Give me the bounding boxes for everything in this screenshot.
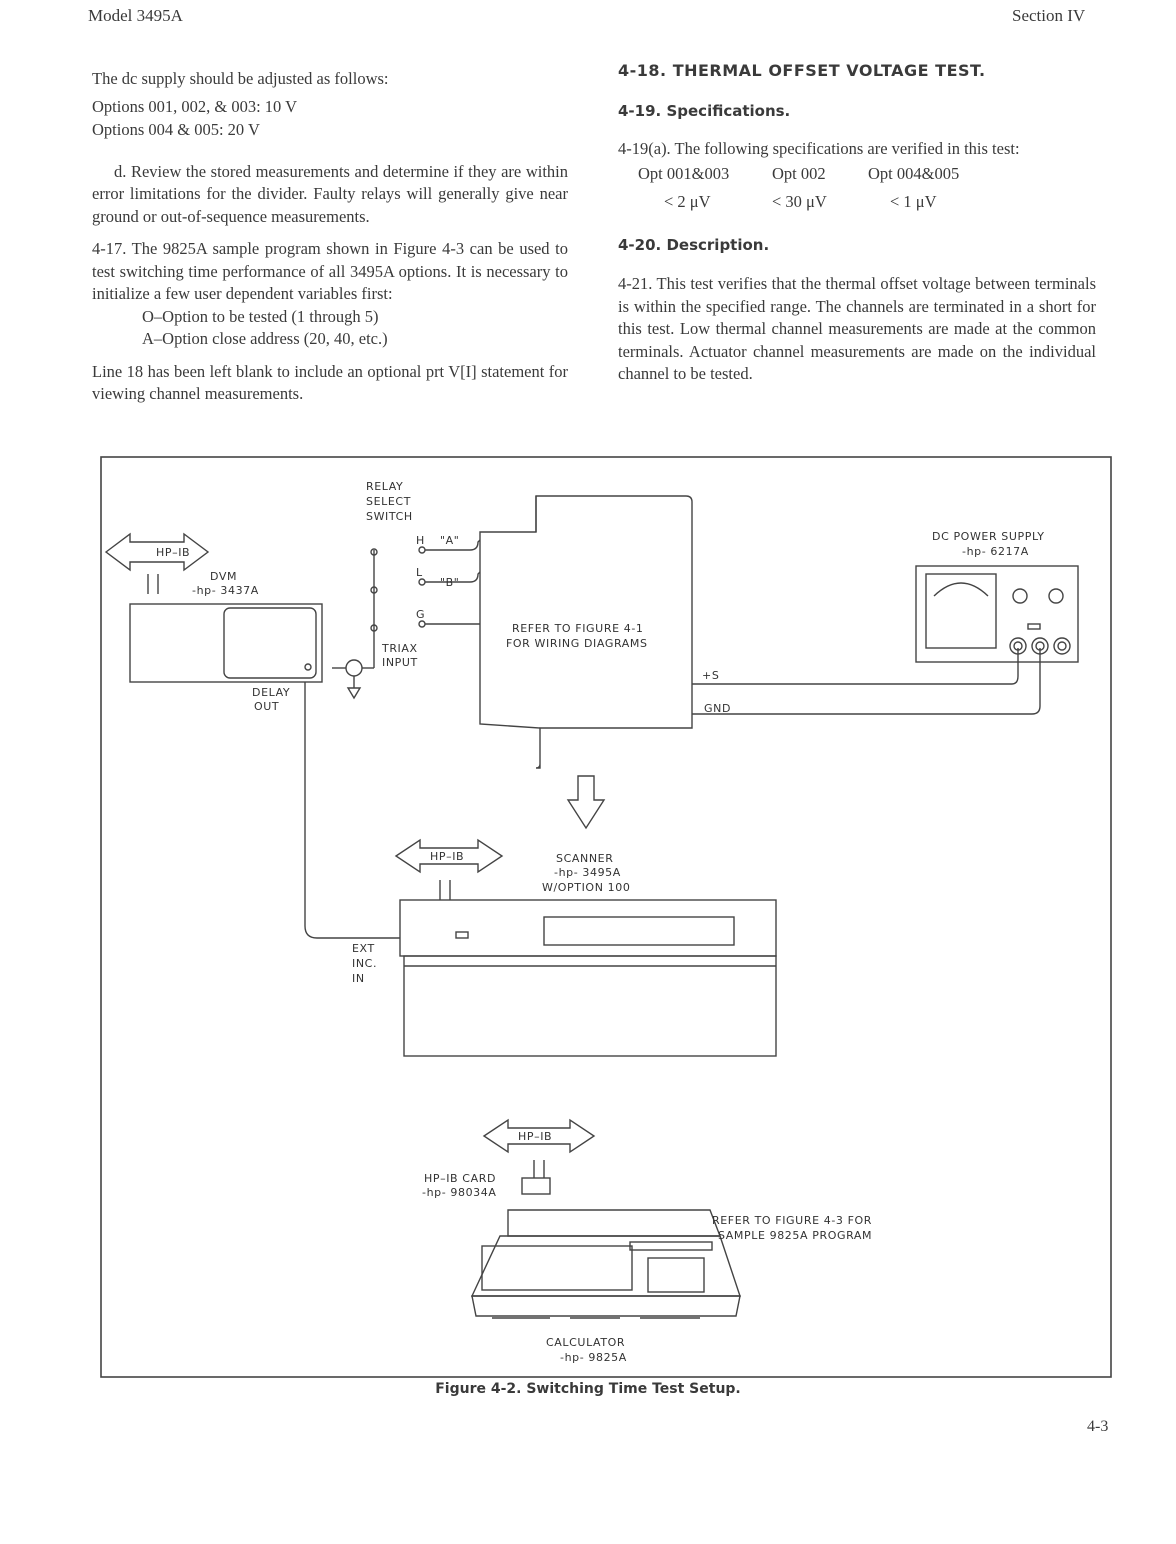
heading-4-19: 4-19. Specifications. <box>618 101 791 120</box>
header-section: Section IV <box>1012 6 1086 25</box>
scanner-label: SCANNER <box>556 852 613 865</box>
paragraph-4-21: 4-21. This test verifies that the therma… <box>618 274 1096 383</box>
delay-out-2: OUT <box>254 700 279 713</box>
dc-power-supply-model: -hp- 6217A <box>962 545 1029 558</box>
ext-inc-in-3: IN <box>352 972 365 985</box>
hpib-label-calculator: HP–IB <box>518 1130 552 1143</box>
spec-value-opt-004-005: < 1 μV <box>890 192 937 211</box>
relay-select-switch-2: SELECT <box>366 495 411 508</box>
scanner-model: -hp- 3495A <box>554 866 621 879</box>
dc-supply-intro: The dc supply should be adjusted as foll… <box>92 69 389 88</box>
hpib-card-model: -hp- 98034A <box>422 1186 497 1199</box>
spec-header-opt-002: Opt 002 <box>772 163 826 183</box>
scanner-option: W/OPTION 100 <box>542 881 630 894</box>
hpib-card-label: HP–IB CARD <box>424 1172 496 1185</box>
spec-header-opt-004-005: Opt 004&005 <box>868 163 960 183</box>
figure-caption: Figure 4-2. Switching Time Test Setup. <box>435 1381 741 1397</box>
paragraph-line-18: Line 18 has been left blank to include a… <box>92 361 568 404</box>
dc-power-supply-label: DC POWER SUPPLY <box>932 530 1045 543</box>
gnd-label: GND <box>704 702 731 715</box>
spec-value-opt-001-003: < 2 μV <box>664 192 711 211</box>
terminal-g: G <box>416 608 425 621</box>
relay-select-switch-1: RELAY <box>366 480 403 493</box>
terminal-b: "B" <box>440 576 459 589</box>
refer-box-line-1: REFER TO FIGURE 4-1 <box>512 622 644 635</box>
right-column: 4-18. THERMAL OFFSET VOLTAGE TEST. 4-19.… <box>618 60 1096 386</box>
paragraph-d: d. Review the stored measurements and de… <box>92 161 568 226</box>
options-line-1: Options 001, 002, & 003: 10 V <box>92 96 298 116</box>
spec-header-opt-001-003: Opt 001&003 <box>638 163 730 183</box>
variable-o: O–Option to be tested (1 through 5) <box>142 306 379 326</box>
refer-program-line-1: REFER TO FIGURE 4-3 FOR <box>712 1214 872 1227</box>
refer-box-line-2: FOR WIRING DIAGRAMS <box>506 637 648 650</box>
plus-s-label: +S <box>702 669 719 682</box>
variable-a: A–Option close address (20, 40, etc.) <box>142 329 388 348</box>
terminal-h: H <box>416 534 425 547</box>
spec-values: < 2 μV < 30 μV < 1 μV <box>664 191 1096 214</box>
header-model: Model 3495A <box>88 6 183 25</box>
paragraph-4-19a: 4-19(a). The following specifications ar… <box>618 139 1020 158</box>
ext-inc-in-2: INC. <box>352 957 377 970</box>
spec-headers: Opt 001&003 Opt 002 Opt 004&005 <box>638 163 1096 186</box>
spec-value-opt-002: < 30 μV <box>772 192 827 211</box>
options-line-2: Options 004 & 005: 20 V <box>92 120 260 139</box>
paragraph-4-17: 4-17. The 9825A sample program shown in … <box>92 239 568 303</box>
page-number: 4-3 <box>1087 1418 1109 1435</box>
triax-input-1: TRIAX <box>381 642 418 655</box>
refer-program-line-2: SAMPLE 9825A PROGRAM <box>718 1229 872 1242</box>
hpib-label-scanner: HP–IB <box>430 850 464 863</box>
ext-inc-in-1: EXT <box>352 942 375 955</box>
hpib-label-dvm: HP–IB <box>156 546 190 559</box>
left-column: The dc supply should be adjusted as foll… <box>92 68 568 406</box>
figure-switching-time-setup: HP–IB DVM -hp- 3437A DELAY OUT RELAY SEL… <box>100 456 1112 1380</box>
triax-input-2: INPUT <box>382 656 418 669</box>
calculator-model: -hp- 9825A <box>560 1351 627 1364</box>
dvm-label: DVM <box>210 570 237 583</box>
calculator-label: CALCULATOR <box>546 1336 625 1349</box>
heading-4-18: 4-18. THERMAL OFFSET VOLTAGE TEST. <box>618 61 986 80</box>
relay-select-switch-3: SWITCH <box>366 510 413 523</box>
terminal-a: "A" <box>440 534 459 547</box>
delay-out-1: DELAY <box>252 686 290 699</box>
dvm-model: -hp- 3437A <box>192 584 259 597</box>
terminal-l: L <box>416 566 423 579</box>
figure-diagram: HP–IB DVM -hp- 3437A DELAY OUT RELAY SEL… <box>100 456 1112 1378</box>
heading-4-20: 4-20. Description. <box>618 235 770 254</box>
